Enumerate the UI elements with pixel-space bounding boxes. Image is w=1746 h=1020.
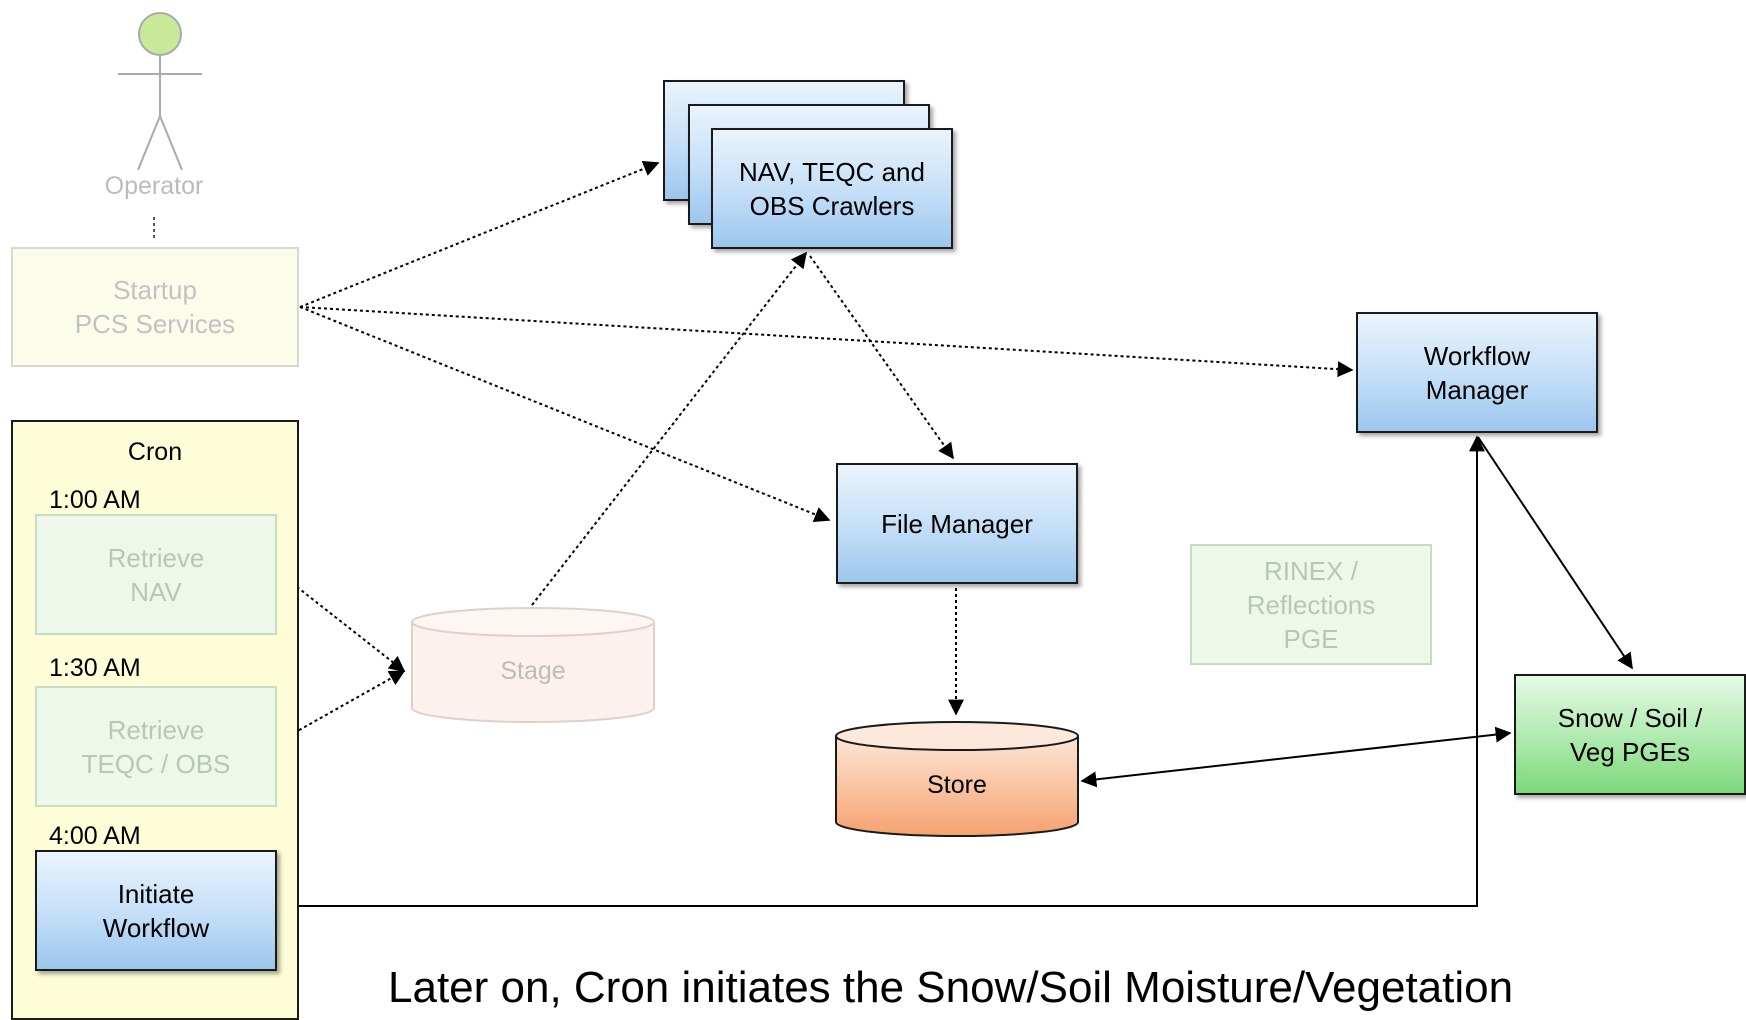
store-pges-arrow bbox=[1080, 726, 1512, 788]
retrieve-teqc-obs-box[interactable]: Retrieve TEQC / OBS bbox=[35, 686, 277, 807]
cron-title: Cron bbox=[127, 438, 183, 466]
operator-figure bbox=[118, 12, 202, 171]
initiate-to-workflow-arrow bbox=[278, 435, 1485, 907]
crawlers-to-filemanager-arrow bbox=[809, 255, 954, 460]
store-label: Store bbox=[927, 771, 987, 799]
cron-job-time: 1:00 AM bbox=[49, 486, 141, 514]
operator-label: Operator bbox=[104, 172, 204, 200]
startup-to-crawlers-arrow bbox=[299, 160, 660, 308]
cron-job-time: 4:00 AM bbox=[49, 822, 141, 850]
stage-label: Stage bbox=[500, 657, 566, 685]
startup-pcs-services-box[interactable]: Startup PCS Services bbox=[11, 247, 299, 367]
startup-to-filemanager-arrow bbox=[299, 306, 831, 523]
retrieve-nav-box[interactable]: Retrieve NAV bbox=[35, 514, 277, 635]
stage-cylinder[interactable] bbox=[410, 604, 656, 730]
initiate-workflow-box[interactable]: Initiate Workflow bbox=[35, 850, 277, 971]
cron-panel: Cron 1:00 AM Retrieve NAV 1:30 AM Retrie… bbox=[11, 420, 299, 1020]
rinex-pge-box[interactable]: RINEX / Reflections PGE bbox=[1190, 544, 1432, 665]
workflow-to-pges-arrow bbox=[1477, 436, 1633, 670]
caption-text: Later on, Cron initiates the Snow/Soil M… bbox=[388, 963, 1514, 1012]
connectors bbox=[153, 160, 1633, 907]
file-manager-box[interactable]: File Manager bbox=[836, 463, 1078, 584]
crawlers-box[interactable]: NAV, TEQC and OBS Crawlers bbox=[711, 128, 953, 249]
cron-job-time: 1:30 AM bbox=[49, 654, 141, 682]
snow-soil-veg-pges-box[interactable]: Snow / Soil / Veg PGEs bbox=[1514, 674, 1746, 795]
architecture-diagram: Operator Startup PCS Services NAV, TEQC … bbox=[11, 12, 1746, 1020]
startup-to-workflow-arrow bbox=[299, 306, 1354, 378]
retrieve-nav-to-stage-arrow bbox=[277, 571, 406, 672]
retrieve-teqc-to-stage-arrow bbox=[277, 670, 406, 743]
store-cylinder[interactable] bbox=[834, 718, 1080, 844]
workflow-manager-box[interactable]: Workflow Manager bbox=[1356, 312, 1598, 433]
stage-to-crawlers-arrow bbox=[531, 251, 807, 606]
